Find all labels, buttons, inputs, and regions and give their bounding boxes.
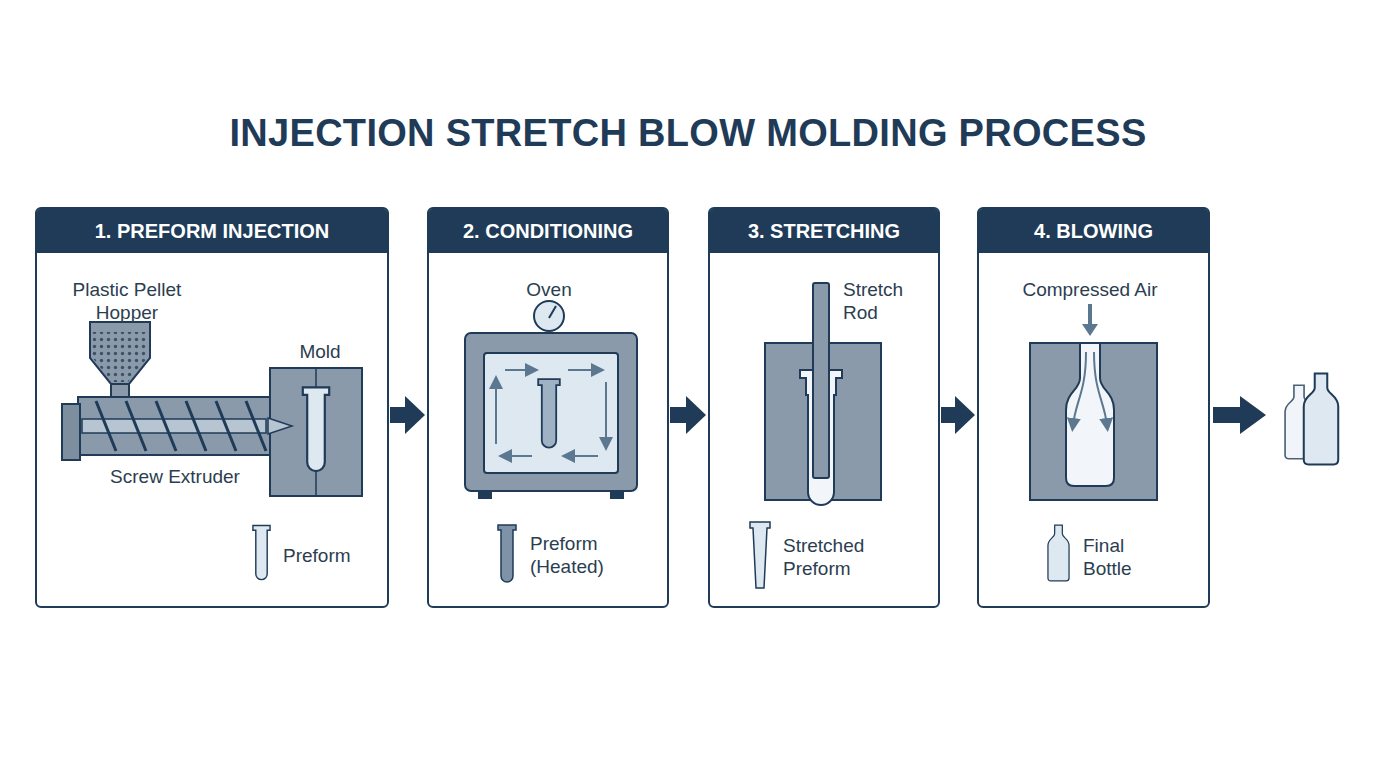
part-label: Screw Extruder bbox=[95, 465, 255, 488]
screw-extruder-part-part bbox=[156, 401, 176, 451]
flow-arrow bbox=[390, 407, 405, 423]
part-label: Preform (Heated) bbox=[530, 532, 630, 578]
mold-part bbox=[303, 387, 329, 471]
screw-extruder-part bbox=[82, 419, 266, 433]
oven-part bbox=[495, 382, 497, 444]
part-label: Mold bbox=[290, 340, 350, 363]
oven-part bbox=[534, 301, 564, 331]
part-label: Plastic Pellet Hopper bbox=[52, 278, 202, 324]
hopper-part bbox=[90, 322, 150, 384]
blow-mold-part bbox=[1073, 352, 1086, 425]
stretched-preform-icon-part bbox=[750, 522, 770, 588]
oven-part bbox=[549, 306, 556, 318]
oven-part bbox=[568, 369, 598, 371]
screw-extruder-part-part bbox=[246, 401, 266, 451]
final-bottles bbox=[1285, 374, 1338, 465]
part-label: Compressed Air bbox=[1010, 278, 1170, 301]
nozzle bbox=[268, 418, 292, 434]
screw-extruder-part-part bbox=[126, 401, 146, 451]
screw-extruder-part bbox=[78, 397, 270, 455]
blow-mold-part bbox=[1094, 352, 1107, 425]
screw-extruder-part-part bbox=[186, 401, 206, 451]
screw-extruder-part bbox=[62, 404, 80, 460]
part-label: Oven bbox=[519, 278, 579, 301]
screw-extruder-part bbox=[96, 401, 266, 451]
hopper-part bbox=[92, 332, 148, 382]
panel-heading: 4. BLOWING bbox=[979, 209, 1208, 253]
preform-icon-part bbox=[253, 525, 270, 579]
part-label: Stretch Rod bbox=[843, 278, 928, 324]
part-label: Final Bottle bbox=[1083, 534, 1158, 580]
oven-part bbox=[505, 455, 532, 457]
air-arrow-part bbox=[1088, 304, 1092, 326]
heated-preform-icon bbox=[498, 525, 516, 582]
nozzle-part bbox=[268, 418, 292, 434]
blow-mold-part bbox=[1066, 343, 1114, 486]
oven bbox=[465, 301, 637, 499]
oven-part bbox=[465, 333, 637, 491]
air-arrow bbox=[1082, 304, 1098, 336]
heated-preform-icon-part bbox=[498, 525, 516, 582]
oven-part bbox=[484, 353, 618, 473]
panel-heading: 1. PREFORM INJECTION bbox=[37, 209, 387, 253]
oven-part bbox=[538, 379, 560, 447]
screw-extruder bbox=[62, 397, 270, 460]
screw-extruder-part-part bbox=[96, 401, 116, 451]
oven-part bbox=[478, 491, 492, 499]
oven-part bbox=[505, 369, 532, 371]
screw-extruder-part-part bbox=[216, 401, 236, 451]
flow-arrow bbox=[670, 407, 686, 423]
blow-mold-part bbox=[1030, 343, 1157, 500]
stretched-preform-icon bbox=[750, 522, 770, 588]
stretch-mold-part bbox=[813, 283, 829, 478]
part-label: Stretched Preform bbox=[783, 534, 893, 580]
panel-heading: 2. CONDITIONING bbox=[429, 209, 667, 253]
bottle-icon bbox=[1048, 525, 1069, 581]
output-arrow-part bbox=[1213, 396, 1266, 434]
preform-icon bbox=[253, 525, 270, 579]
flow-arrow bbox=[941, 407, 955, 423]
hopper bbox=[90, 322, 150, 398]
hopper-part bbox=[111, 384, 129, 398]
air-arrow-part bbox=[1082, 324, 1098, 336]
part-label: Preform bbox=[283, 544, 373, 567]
bottle-icon-part bbox=[1048, 525, 1069, 581]
output-arrow bbox=[1213, 396, 1266, 434]
diagram-title: INJECTION STRETCH BLOW MOLDING PROCESS bbox=[0, 112, 1376, 155]
blow-mold bbox=[1030, 343, 1157, 500]
mold-part bbox=[270, 368, 362, 496]
oven-part bbox=[568, 455, 598, 457]
mold bbox=[270, 368, 362, 496]
oven-part bbox=[610, 491, 624, 499]
oven-part bbox=[605, 382, 607, 444]
final-bottles-part bbox=[1304, 374, 1338, 465]
panel-heading: 3. STRETCHING bbox=[710, 209, 938, 253]
